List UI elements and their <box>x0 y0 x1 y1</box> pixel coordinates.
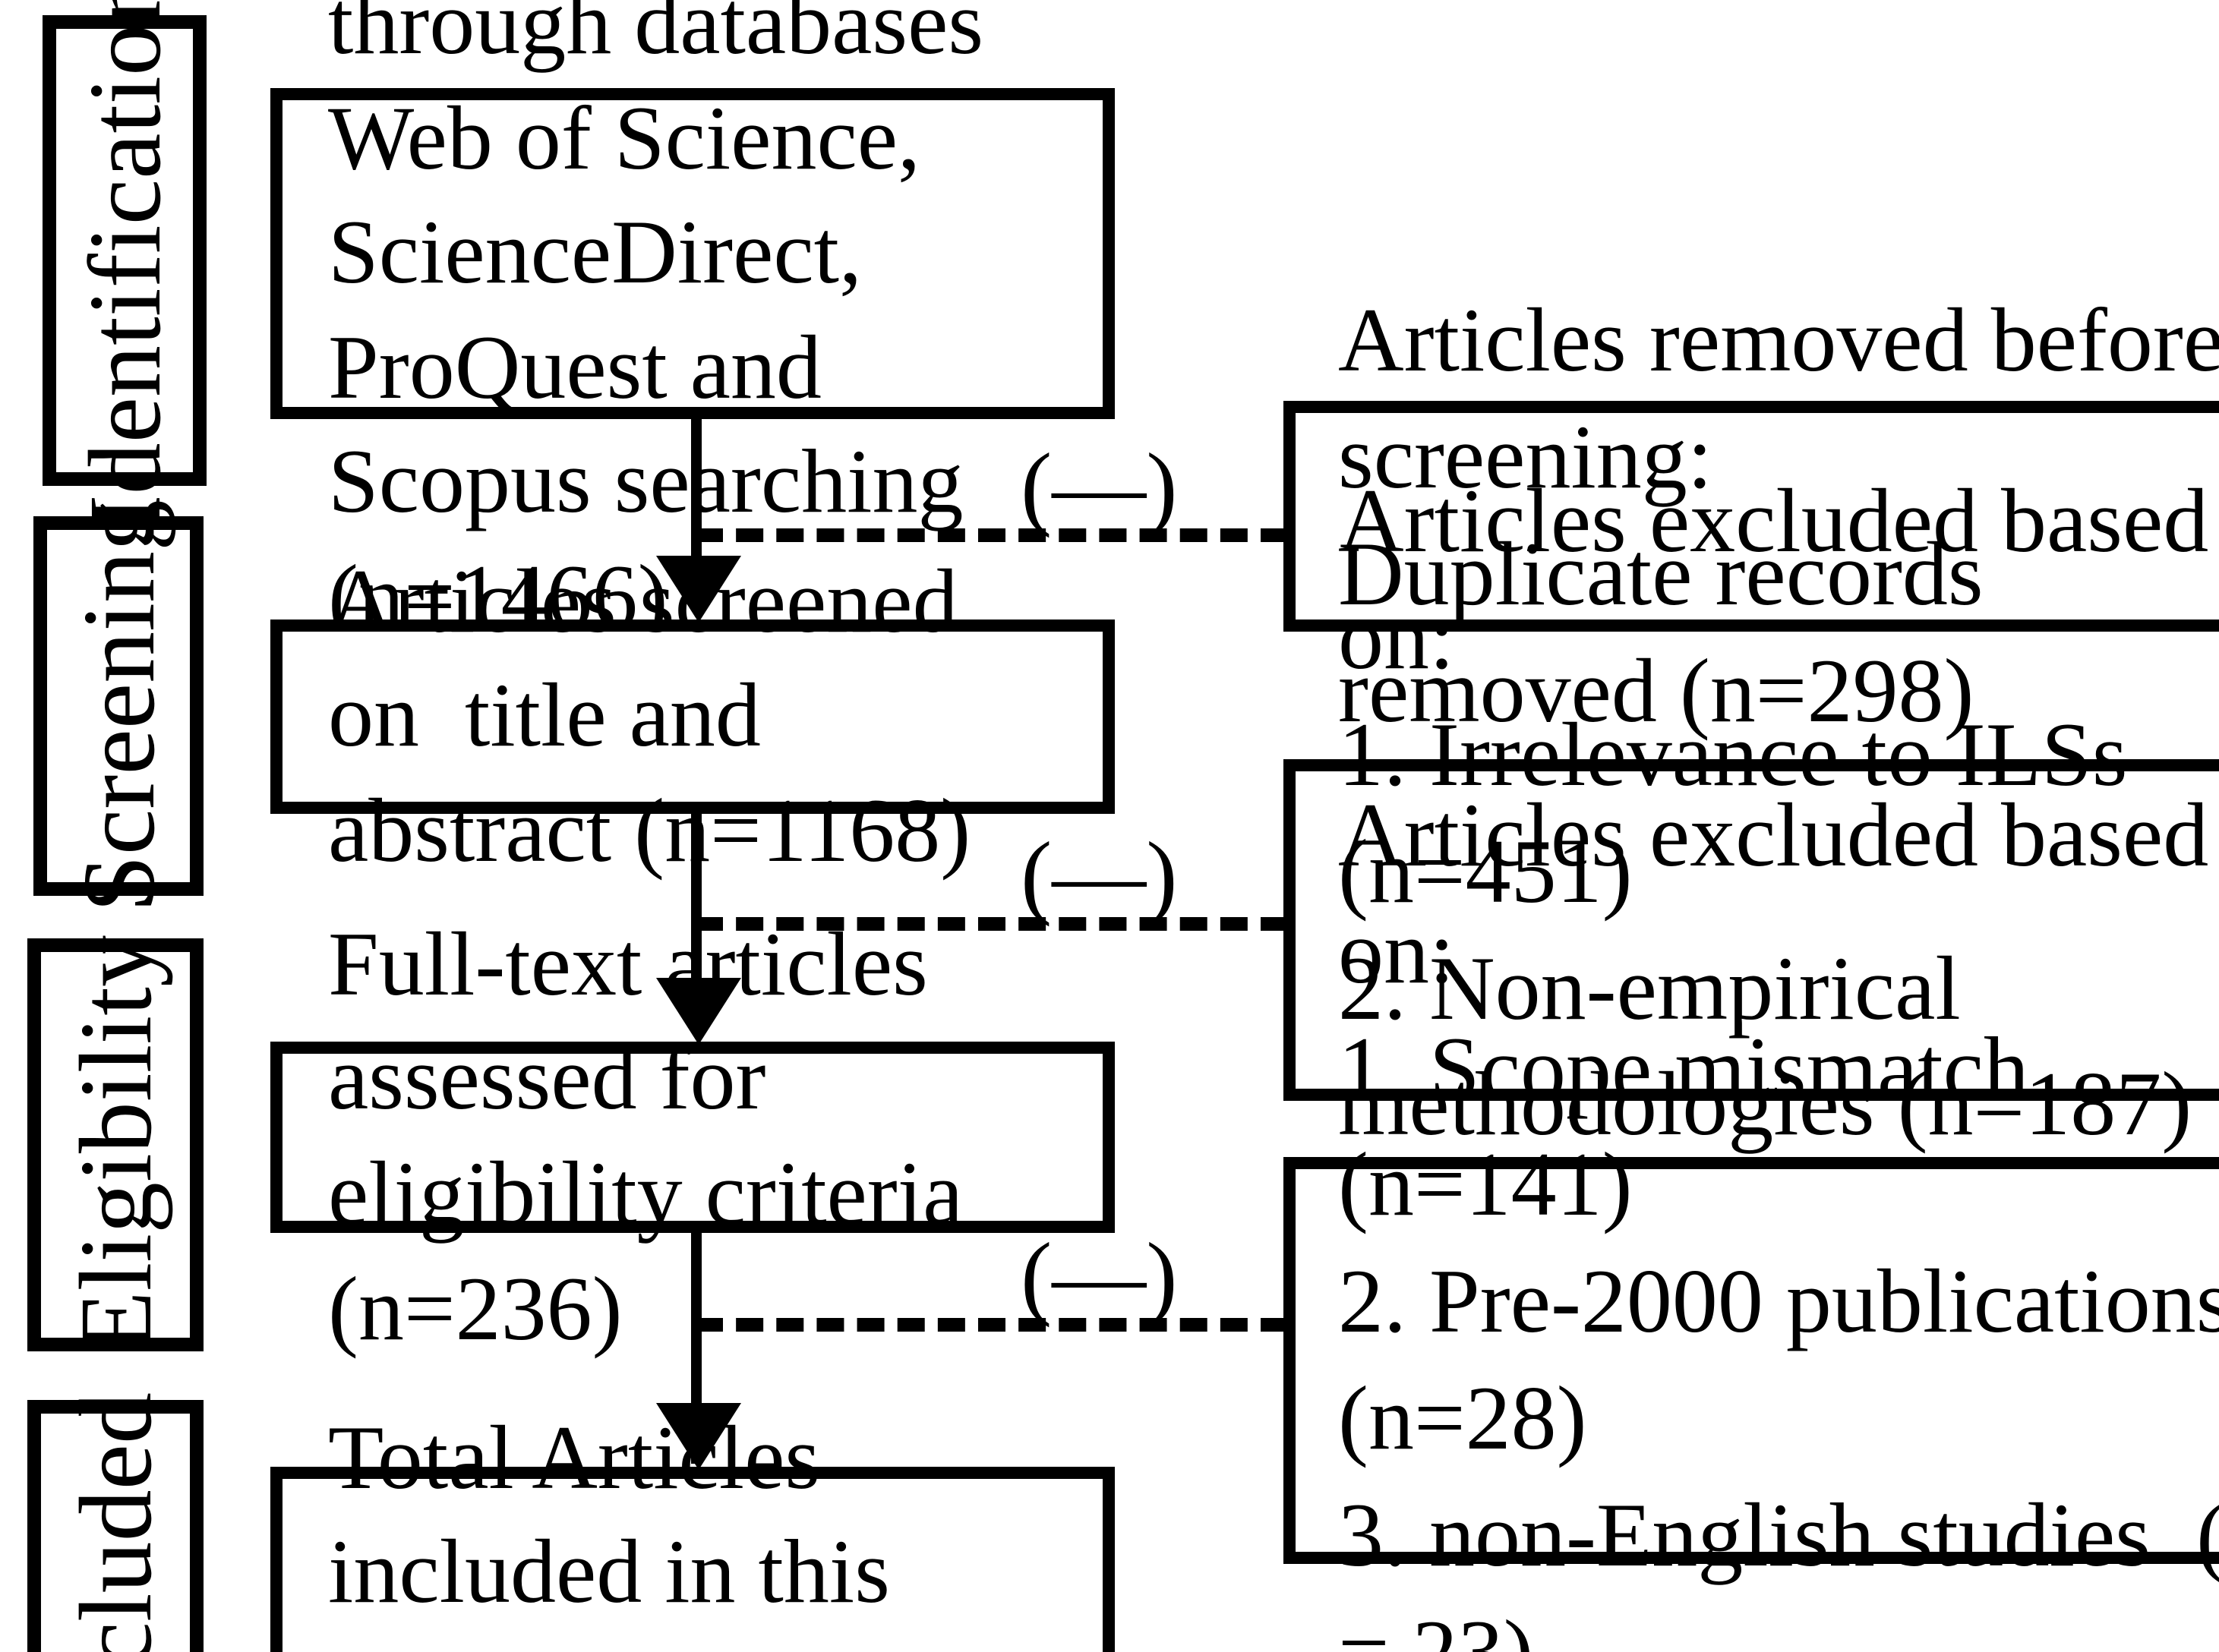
flow-box-fulltext: Full-text articles assessed for eligibil… <box>270 914 1115 1358</box>
flow-box-identified-text: Articles identified through databases We… <box>328 0 984 647</box>
exclusion-box-3-item-3: 3. non-English studies (n = 23) <box>1338 1484 2219 1652</box>
connector-arrow-1 <box>656 556 741 623</box>
dashed-connector-1 <box>696 528 1288 542</box>
connector-line-2 <box>691 814 702 1011</box>
connector-arrow-2 <box>656 978 741 1045</box>
stage-label-screening: Screening <box>61 500 176 913</box>
exclusion-box-eligibility-exclusions: Articles excluded based on:1. Scope mism… <box>1283 785 2219 1652</box>
flow-box-fulltext-text: Full-text articles assessed for eligibil… <box>328 913 1009 1359</box>
exclusion-box-3-item-1: 1. Scope mismatch (n=141) <box>1338 1018 2075 1235</box>
exclusion-box-3-item-2: 2. Pre-2000 publications (n=28) <box>1338 1251 2219 1468</box>
flow-box-screened: Articles screened on title and abstract … <box>270 550 1115 881</box>
stage-box-identification: Identification <box>43 0 207 528</box>
exclusion-box-1-heading: Articles removed before screening: <box>1338 290 2219 508</box>
exclusion-box-2-item-2: 2. Non-empirical methodologies (n=187) <box>1338 938 2192 1155</box>
stage-box-included: Included <box>27 1392 204 1652</box>
flow-box-included-total: Total Articles included in this review (… <box>270 1407 1115 1652</box>
connector-marker-2: (—) <box>1021 824 1178 928</box>
connector-arrow-3 <box>656 1403 741 1470</box>
dashed-connector-3 <box>696 1318 1288 1332</box>
exclusion-box-3-text: Articles excluded based on:1. Scope mism… <box>1296 777 2219 1652</box>
stage-label-eligibility: Eligibility <box>58 935 173 1354</box>
dashed-connector-2 <box>696 917 1288 931</box>
exclusion-box-2-item-1: 1. Irrelevance to ILSs (n=451) <box>1338 704 2151 922</box>
exclusion-box-3-heading: Articles excluded based on: <box>1338 785 2209 1002</box>
stage-label-included: Included <box>58 1392 173 1652</box>
exclusion-box-1-item-1: Duplicate records removed (n=298) <box>1338 524 2006 741</box>
exclusion-box-removed-before-screening: Articles removed before screening:Duplic… <box>1283 291 2219 741</box>
exclusion-box-1-text: Articles removed before screening:Duplic… <box>1296 283 2219 749</box>
stage-label-identification: Identification <box>67 0 182 529</box>
connector-marker-3: (—) <box>1021 1225 1178 1329</box>
flow-box-identified: Articles identified through databases We… <box>270 0 1115 647</box>
connector-marker-1: (—) <box>1021 436 1178 539</box>
exclusion-box-2-heading: Articles excluded based on: <box>1338 471 2209 689</box>
stage-box-screening: Screening <box>33 500 204 913</box>
connector-line-1 <box>691 419 702 589</box>
stage-box-eligibility: Eligibility <box>27 935 204 1354</box>
